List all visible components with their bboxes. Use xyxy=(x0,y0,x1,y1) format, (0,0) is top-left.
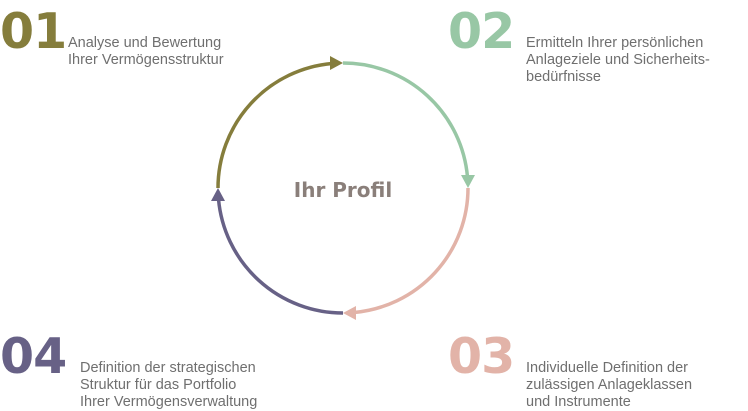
center-label: Ihr Profil xyxy=(294,178,392,202)
step-1-line-2: Ihrer Vermögensstruktur xyxy=(68,52,224,68)
step-description-1: Analyse und Bewertung Ihrer Vermögensstr… xyxy=(68,35,224,69)
step-number-1: 01 xyxy=(0,3,67,60)
arrow-step-2 xyxy=(461,175,475,188)
step-number-3: 03 xyxy=(448,328,515,385)
step-number-2: 02 xyxy=(448,3,515,60)
step-description-2: Ermitteln Ihrer persönlichen Anlageziele… xyxy=(526,35,710,86)
arrow-step-1 xyxy=(330,56,343,70)
step-4-line-3: Ihrer Vermögensverwaltung xyxy=(80,394,258,410)
arrow-step-3 xyxy=(343,306,356,320)
step-3-line-1: Individuelle Definition der xyxy=(526,360,689,376)
step-description-3: Individuelle Definition der zulässigen A… xyxy=(526,360,692,411)
step-3-line-2: zulässigen Anlageklassen xyxy=(526,377,693,393)
arc-step-1 xyxy=(216,61,333,189)
step-4-line-2: Struktur für das Portfolio xyxy=(80,377,237,393)
step-description-4: Definition der strategischen Struktur fü… xyxy=(80,360,257,411)
step-1-line-1: Analyse und Bewertung xyxy=(68,35,222,51)
step-2-line-2: Anlageziele und Sicherheits- xyxy=(526,52,710,68)
step-4-line-1: Definition der strategischen xyxy=(80,360,256,376)
arc-step-4 xyxy=(216,198,344,315)
step-2-line-1: Ermitteln Ihrer persönlichen xyxy=(526,35,704,51)
step-3-line-3: und Instrumente xyxy=(526,394,631,410)
arc-step-2 xyxy=(342,61,470,178)
step-number-4: 04 xyxy=(0,328,67,385)
step-2-line-3: bedürfnisse xyxy=(526,69,601,85)
arc-step-3 xyxy=(353,187,470,315)
arrow-step-4 xyxy=(211,188,225,201)
